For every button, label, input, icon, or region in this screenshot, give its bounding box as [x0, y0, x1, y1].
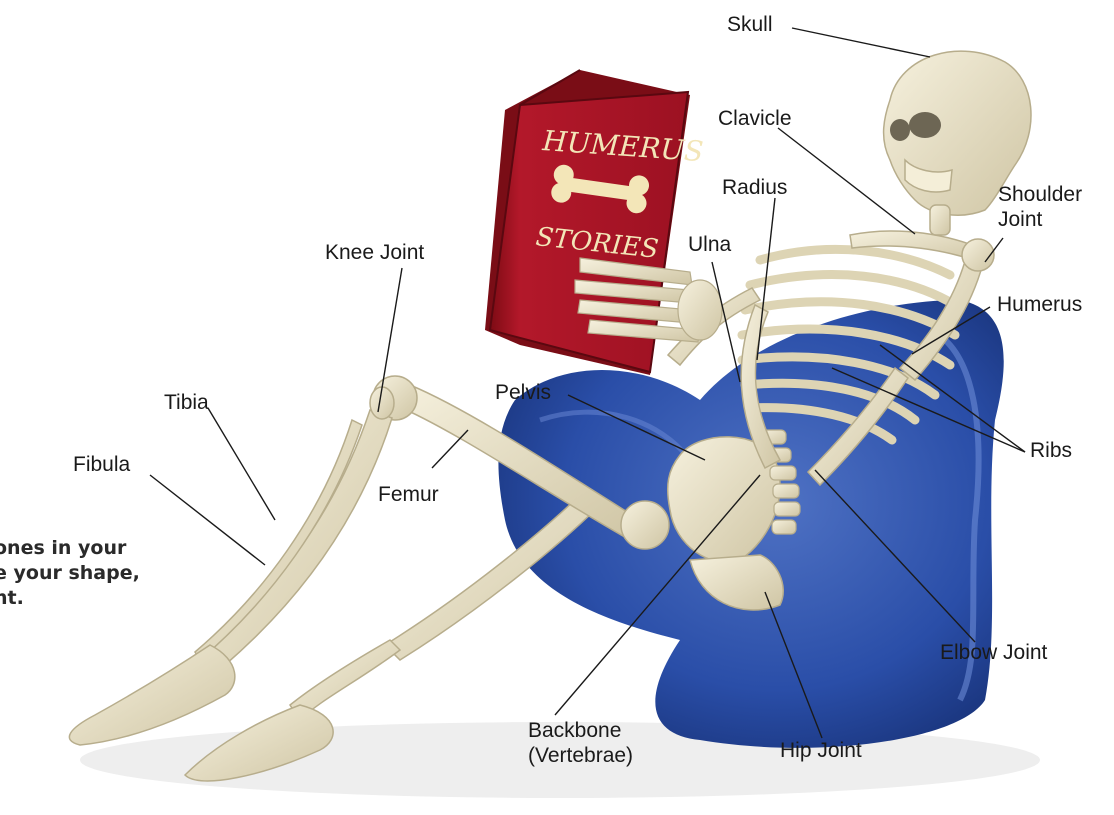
label-tibia: Tibia: [164, 390, 209, 415]
caption-line-3: ht.: [0, 586, 140, 611]
label-ribs: Ribs: [1030, 438, 1072, 463]
caption-line-1: ones in your: [0, 536, 140, 561]
tibia-leader: [208, 408, 275, 520]
label-skull: Skull: [727, 12, 773, 37]
femur-leader: [432, 430, 468, 468]
label-hip-joint: Hip Joint: [780, 738, 862, 763]
label-pelvis: Pelvis: [495, 380, 551, 405]
label-knee-joint: Knee Joint: [325, 240, 424, 265]
label-backbone-line-1: Backbone: [528, 718, 633, 743]
caption: ones in your e your shape, ht.: [0, 536, 140, 611]
label-radius: Radius: [722, 175, 787, 200]
label-femur: Femur: [378, 482, 439, 507]
label-shoulder-joint-line-2: Joint: [998, 207, 1082, 232]
label-humerus: Humerus: [997, 292, 1082, 317]
label-shoulder-joint: Shoulder Joint: [998, 182, 1082, 232]
label-backbone: Backbone (Vertebrae): [528, 718, 633, 768]
label-ulna: Ulna: [688, 232, 731, 257]
skull-leader: [792, 28, 930, 57]
label-elbow-joint: Elbow Joint: [940, 640, 1047, 665]
label-shoulder-joint-line-1: Shoulder: [998, 182, 1082, 207]
label-fibula: Fibula: [73, 452, 130, 477]
label-backbone-line-2: (Vertebrae): [528, 743, 633, 768]
caption-line-2: e your shape,: [0, 561, 140, 586]
label-clavicle: Clavicle: [718, 106, 792, 131]
fibula-leader: [150, 475, 265, 565]
